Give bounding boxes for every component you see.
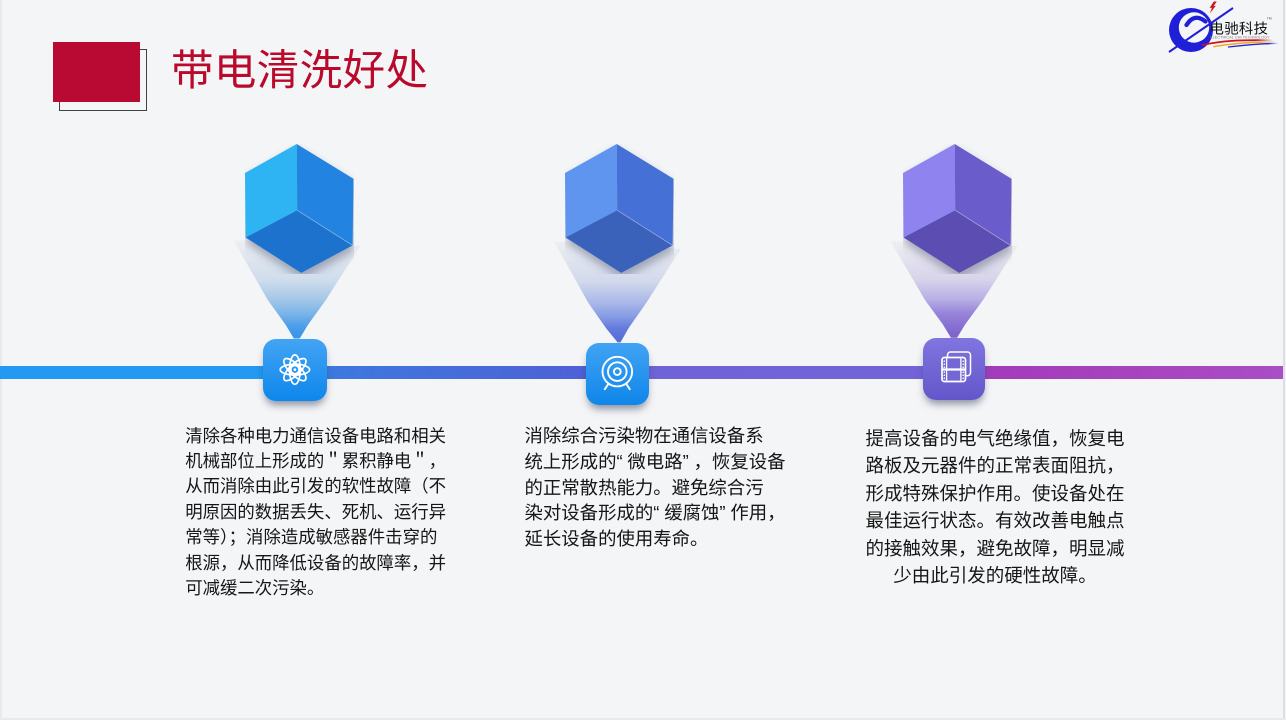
svg-text:电驰科技: 电驰科技: [1210, 21, 1269, 38]
svg-text:™: ™: [1267, 17, 1273, 23]
svg-text:ELECTRICAL CHI TECHNOLOGY: ELECTRICAL CHI TECHNOLOGY: [1210, 36, 1270, 40]
